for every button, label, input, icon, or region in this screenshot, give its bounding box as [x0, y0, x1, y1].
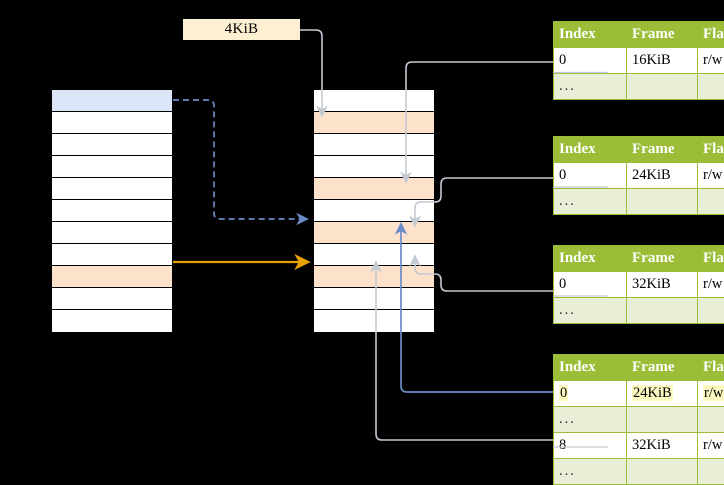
column-header-index: Index — [554, 22, 627, 48]
cell-index: ... — [554, 459, 627, 485]
physical-frame-row-4 — [314, 178, 434, 200]
table-row-ellipsis: ... — [554, 298, 724, 324]
cell-index: ... — [554, 189, 627, 215]
cell-index: 0 — [554, 272, 627, 298]
virtual-page-row-10 — [52, 310, 172, 332]
table-row-ellipsis: ... — [554, 407, 724, 433]
column-header-index: Index — [554, 246, 627, 272]
virtual-address-space-column — [51, 89, 173, 331]
physical-frame-row-8 — [314, 266, 434, 288]
table-row-ellipsis: ... — [554, 74, 724, 100]
cell-flags — [698, 407, 724, 433]
column-header-flags: Flags — [698, 355, 724, 381]
cell-flags: r/w — [698, 381, 724, 407]
cell-frame: 24KiB — [627, 381, 698, 407]
page-table-2: IndexFrameFlags024KiBr/w... — [553, 136, 724, 215]
table-row: 0 24KiB r/w — [554, 381, 724, 407]
physical-memory-column — [313, 89, 435, 331]
column-header-flags: Flags — [698, 22, 724, 48]
cell-frame: 24KiB — [627, 163, 698, 189]
cell-index: 0 — [554, 163, 627, 189]
cell-frame: 32KiB — [627, 433, 698, 459]
virtual-page-row-0 — [52, 90, 172, 112]
size-label-4kib: 4KiB — [183, 19, 300, 40]
cell-flags — [698, 298, 724, 324]
cell-frame — [627, 407, 698, 433]
cell-frame — [627, 459, 698, 485]
virtual-page-row-5 — [52, 200, 172, 222]
column-header-flags: Flags — [698, 137, 724, 163]
physical-frame-row-3 — [314, 156, 434, 178]
cell-flags — [698, 459, 724, 485]
virtual-page-row-1 — [52, 112, 172, 134]
cell-frame — [627, 298, 698, 324]
physical-frame-row-6 — [314, 222, 434, 244]
highlighted-value: r/w — [703, 385, 724, 401]
physical-frame-row-9 — [314, 288, 434, 310]
virtual-page-row-7 — [52, 244, 172, 266]
physical-frame-row-5 — [314, 200, 434, 222]
cell-flags: r/w — [698, 272, 724, 298]
connector-table2-to-frame — [415, 178, 553, 222]
cell-index: ... — [554, 407, 627, 433]
table-row-ellipsis: ... — [554, 459, 724, 485]
column-header-frame: Frame — [627, 137, 698, 163]
page-table-3: IndexFrameFlags032KiBr/w... — [553, 245, 724, 324]
physical-frame-row-2 — [314, 134, 434, 156]
virtual-page-row-6 — [52, 222, 172, 244]
column-header-frame: Frame — [627, 22, 698, 48]
column-header-index: Index — [554, 355, 627, 381]
cell-index: 0 — [554, 381, 627, 407]
virtual-page-row-4 — [52, 178, 172, 200]
page-table-4: IndexFrameFlags024KiBr/w...832KiBr/w... — [553, 354, 724, 485]
cell-flags: r/w — [698, 433, 724, 459]
virtual-page-row-3 — [52, 156, 172, 178]
cell-frame — [627, 189, 698, 215]
column-header-index: Index — [554, 137, 627, 163]
virtual-page-row-2 — [52, 134, 172, 156]
connector-virtual-page-to-frame-dashed — [173, 100, 303, 219]
cell-frame — [627, 74, 698, 100]
cell-frame: 32KiB — [627, 272, 698, 298]
connector-table3-to-frame — [415, 260, 553, 291]
cell-flags — [698, 74, 724, 100]
column-header-flags: Flags — [698, 246, 724, 272]
physical-frame-row-0 — [314, 90, 434, 112]
cell-flags: r/w — [698, 163, 724, 189]
physical-frame-row-7 — [314, 244, 434, 266]
cell-index: 0 — [554, 48, 627, 74]
page-table-1: IndexFrameFlags016KiBr/w... — [553, 21, 724, 100]
cell-frame: 16KiB — [627, 48, 698, 74]
column-header-frame: Frame — [627, 355, 698, 381]
physical-frame-row-10 — [314, 310, 434, 332]
cell-flags — [698, 189, 724, 215]
virtual-page-row-8 — [52, 266, 172, 288]
table-row-ellipsis: ... — [554, 189, 724, 215]
cell-index: 8 — [554, 433, 627, 459]
cell-index: ... — [554, 298, 627, 324]
highlighted-value: 0 — [559, 385, 568, 401]
cell-index: ... — [554, 74, 627, 100]
physical-frame-row-1 — [314, 112, 434, 134]
column-header-frame: Frame — [627, 246, 698, 272]
highlighted-value: 24KiB — [632, 385, 673, 401]
cell-flags: r/w — [698, 48, 724, 74]
virtual-page-row-9 — [52, 288, 172, 310]
